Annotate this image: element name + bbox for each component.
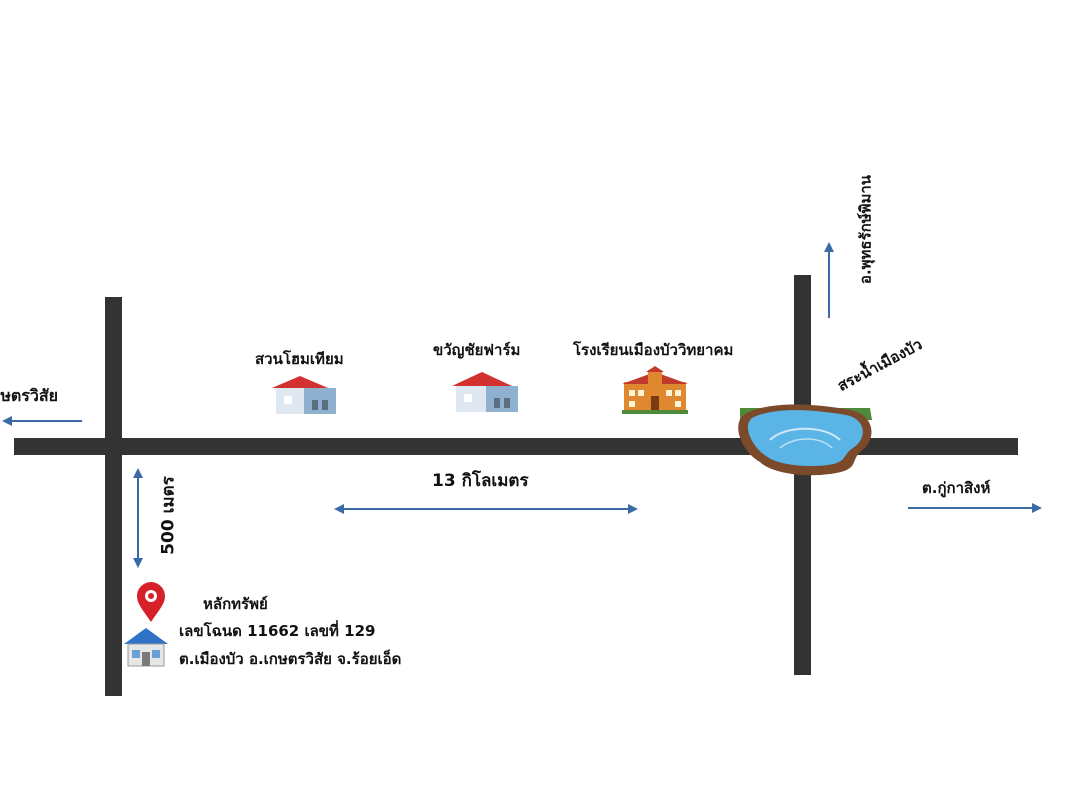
landmark-label-kwanchai-farm: ขวัญชัยฟาร์ม <box>433 341 521 359</box>
landmark-label-suanhomtiam: สวนโฮมเทียม <box>255 350 344 368</box>
east-direction-label: ต.กู่กาสิงห์ <box>922 479 991 497</box>
landmark-label-school: โรงเรียนเมืองบัววิทยาคม <box>573 341 734 359</box>
house-icon <box>452 372 518 412</box>
property-deed: เลขโฉนด 11662 เลขที่ 129 <box>179 622 376 640</box>
pond-icon <box>738 404 872 476</box>
property-title: หลักทรัพย์ <box>203 595 268 613</box>
property-address: ต.เมืองบัว อ.เกษตรวิสัย จ.ร้อยเอ็ด <box>179 650 402 668</box>
distance-main-label: 13 กิโลเมตร <box>432 471 529 491</box>
west-direction-label: อ.เกษตรวิสัย <box>0 386 58 405</box>
west-road <box>105 297 122 696</box>
arrows <box>2 242 1042 568</box>
school-icon <box>622 366 688 414</box>
north-direction-label: อ.พุทธรักษ์พิมาน <box>856 174 875 285</box>
house-icon <box>272 376 336 414</box>
house-icon <box>124 628 168 667</box>
distance-side-label: 500 เมตร <box>158 476 179 555</box>
location-pin-icon <box>137 582 165 622</box>
